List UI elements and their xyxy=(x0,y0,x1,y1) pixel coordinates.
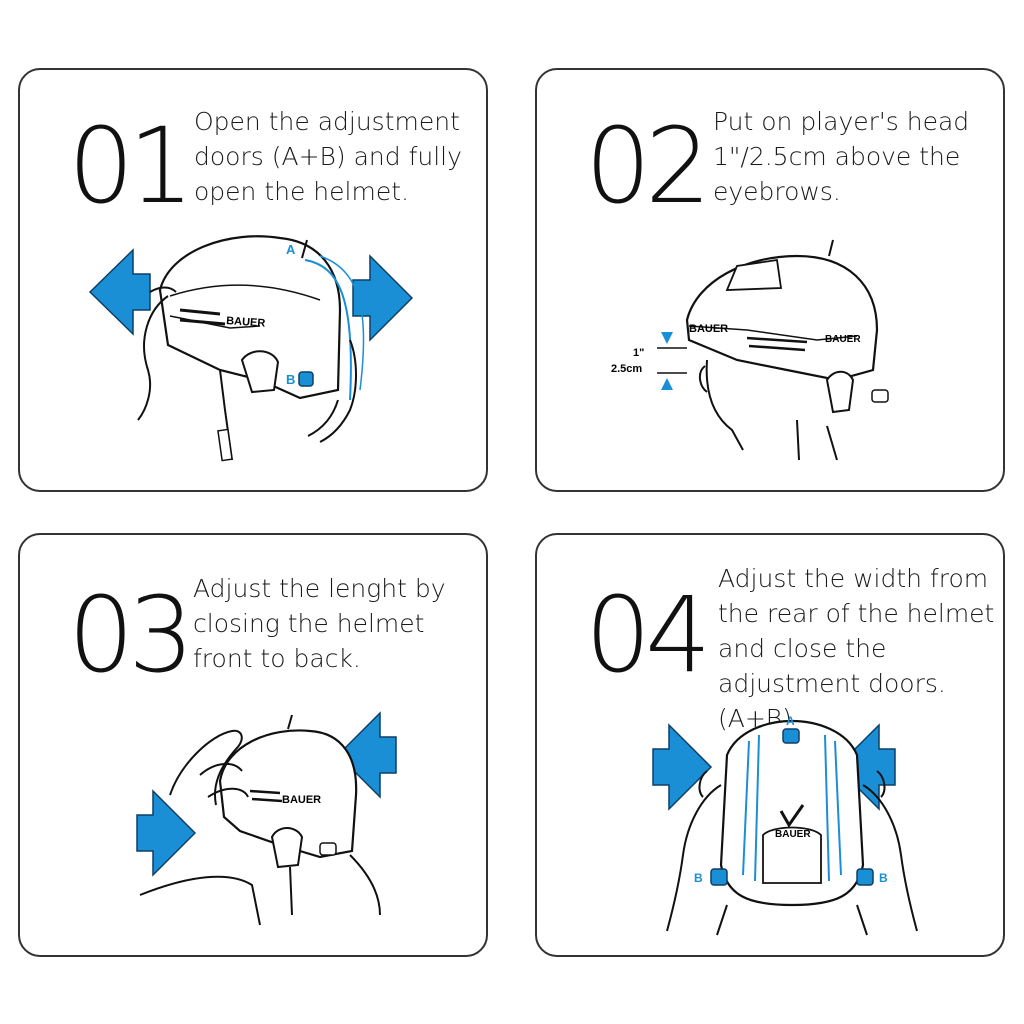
measure-inch-label: 1" xyxy=(633,347,644,359)
step-card-3: 03 Adjust the lenght by closing the helm… xyxy=(18,533,488,957)
step-instruction: Put on player's head 1"/2.5cm above the … xyxy=(713,107,970,206)
arrow-left-icon xyxy=(88,248,151,336)
brand-label: BAUER xyxy=(226,315,266,330)
door-b-label: B xyxy=(286,372,295,387)
step-card-1: 01 Open the adjustment doors (A+B) and f… xyxy=(18,68,488,492)
step-number: 02 xyxy=(585,105,711,227)
step-instruction: Open the adjustment doors (A+B) and full… xyxy=(194,107,462,206)
arrow-right-icon xyxy=(352,254,414,342)
step-card-4: 04 Adjust the width from the rear of the… xyxy=(535,533,1005,957)
step-instruction: Adjust the width from the rear of the he… xyxy=(718,564,995,733)
helmet-length-illustration: BAUER xyxy=(20,535,490,959)
brand-label: BAUER xyxy=(775,829,811,840)
door-b-right-label: B xyxy=(879,871,888,885)
arrow-back-icon xyxy=(336,711,397,799)
helmet-width-illustration: BAUER A B B xyxy=(537,535,1007,959)
door-a-label: A xyxy=(786,714,795,728)
helmet-open-illustration: BAUER A B xyxy=(20,70,490,494)
door-b-left-label: B xyxy=(694,871,703,885)
door-a-label: A xyxy=(286,242,296,257)
helmet-position-illustration: BAUER BAUER 1" 2.5cm xyxy=(537,70,1007,494)
step-instruction: Adjust the lenght by closing the helmet … xyxy=(193,574,446,673)
arrow-left-icon xyxy=(652,723,713,811)
arrow-right-icon xyxy=(835,723,896,811)
step-number: 04 xyxy=(585,574,711,696)
step-number: 03 xyxy=(68,574,194,696)
measure-cm-label: 2.5cm xyxy=(611,363,642,375)
brand-label-side: BAUER xyxy=(825,334,861,345)
arrow-front-icon xyxy=(136,789,197,877)
step-card-2: 02 Put on player's head 1"/2.5cm above t… xyxy=(535,68,1005,492)
step-number: 01 xyxy=(68,105,194,227)
brand-label-front: BAUER xyxy=(689,323,728,335)
brand-label: BAUER xyxy=(282,794,321,806)
